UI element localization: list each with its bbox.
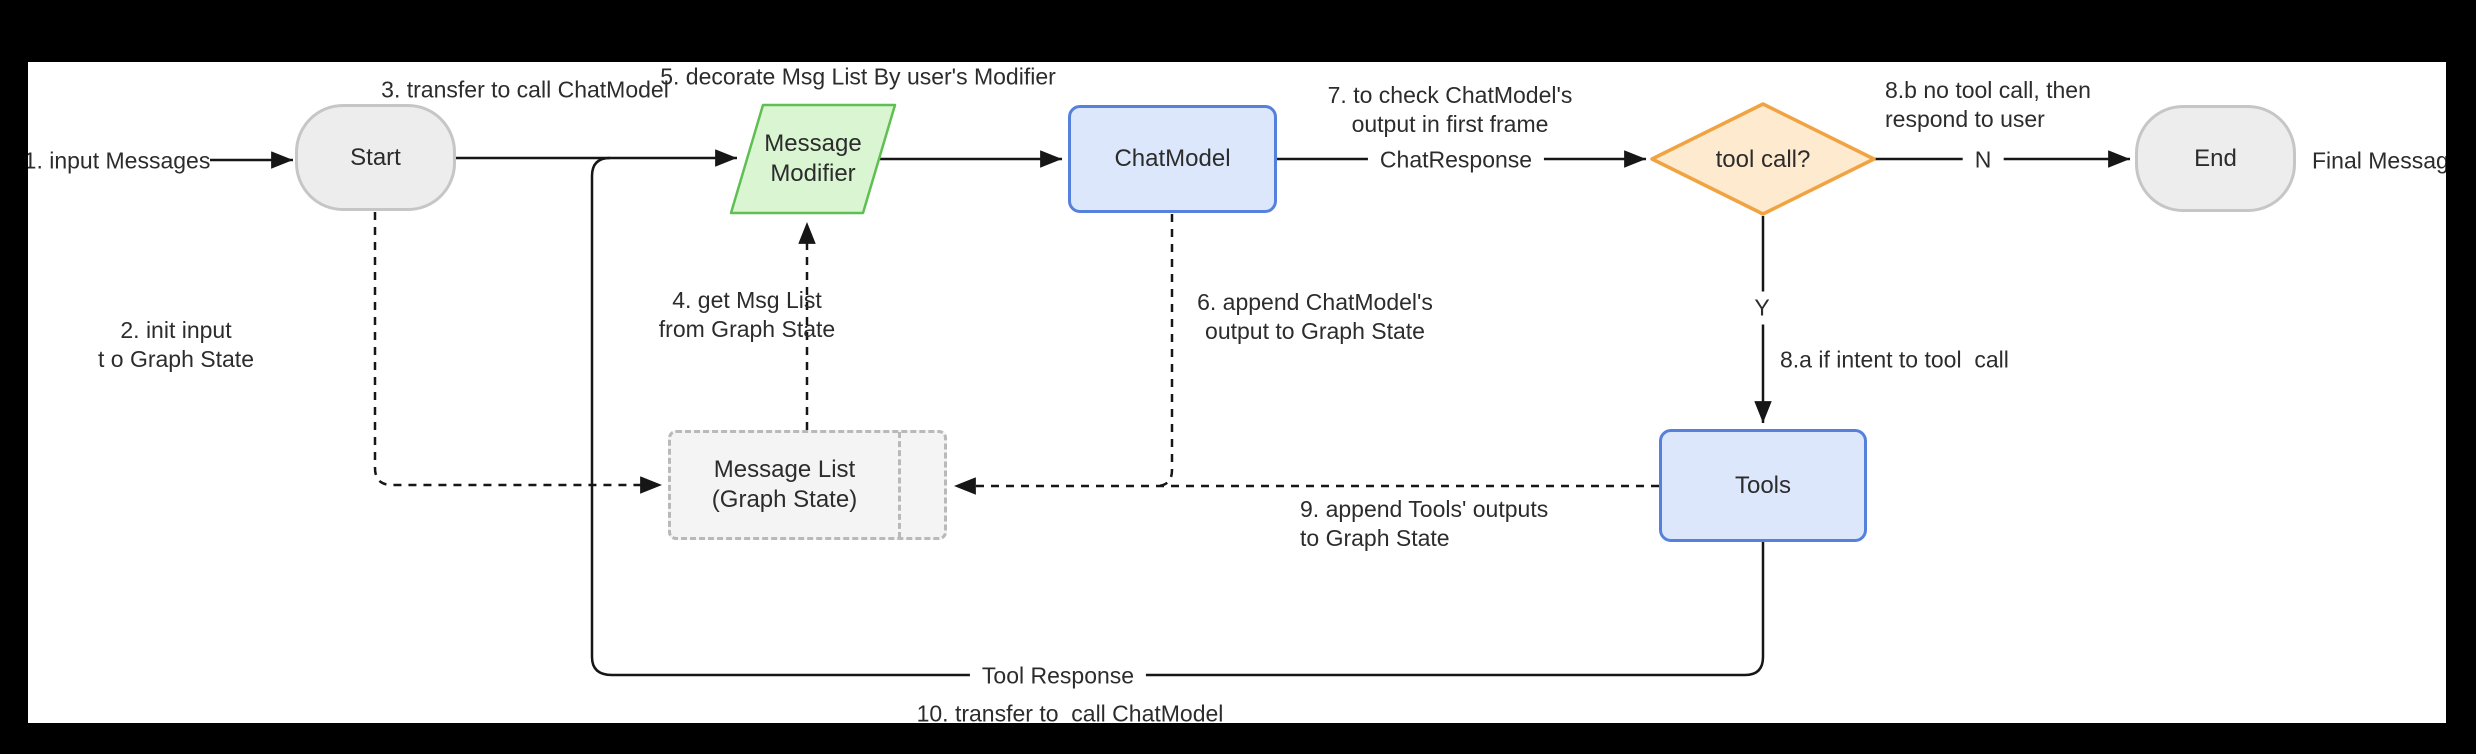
edge-tool-response-loop xyxy=(590,156,1765,677)
label-init-input: 2. init input t o Graph State xyxy=(98,317,254,372)
message-modifier-shape xyxy=(729,103,897,215)
label-no-tool-call: 8.b no tool call, then respond to user xyxy=(1885,77,2091,132)
frame-right xyxy=(2446,0,2476,754)
node-chatmodel: ChatModel xyxy=(1068,105,1277,213)
label-transfer-back: 10. transfer to call ChatModel xyxy=(916,700,1224,727)
label-input-messages: 1. input Messages xyxy=(23,147,211,174)
label-get-msg-list: 4. get Msg List from Graph State xyxy=(658,287,836,342)
node-message-modifier-label: Message Modifier xyxy=(764,130,862,187)
label-transfer-to-chatmodel: 3. transfer to call ChatModel xyxy=(381,76,669,103)
node-tool-call-label: tool call? xyxy=(1715,146,1811,173)
message-list-label: Message List (Graph State) xyxy=(711,456,858,513)
tool-call-decision-shape xyxy=(1650,102,1876,216)
frame-left xyxy=(0,0,28,754)
node-end: End xyxy=(2135,105,2296,212)
label-check-output: 7. to check ChatModel's output in first … xyxy=(1327,82,1573,137)
node-message-list: Message List (Graph State) xyxy=(668,430,947,540)
edge-start-to-state-dashed xyxy=(373,212,662,494)
message-list-divider xyxy=(898,432,901,538)
label-append-tools-outputs: 9. append Tools' outputs to Graph State xyxy=(1300,496,1549,551)
label-decorate-msg-list: 5. decorate Msg List By user's Modifier xyxy=(660,63,1056,90)
frame-top xyxy=(0,0,2476,62)
node-start: Start xyxy=(295,104,456,211)
node-tools: Tools xyxy=(1659,429,1867,542)
label-final-message: Final Message xyxy=(2312,147,2462,174)
label-tool-response: Tool Response xyxy=(969,659,1147,693)
label-append-chatmodel-output: 6. append ChatModel's output to Graph St… xyxy=(1197,289,1433,344)
frame-bottom xyxy=(0,723,2476,754)
label-n: N xyxy=(1962,143,2004,177)
label-chat-response: ChatResponse xyxy=(1367,143,1545,177)
label-if-intent-tool-call: 8.a if intent to tool call xyxy=(1780,346,2009,373)
label-y: Y xyxy=(1742,291,1782,325)
edge-chatmodel-to-state-dashed xyxy=(1155,214,1174,488)
